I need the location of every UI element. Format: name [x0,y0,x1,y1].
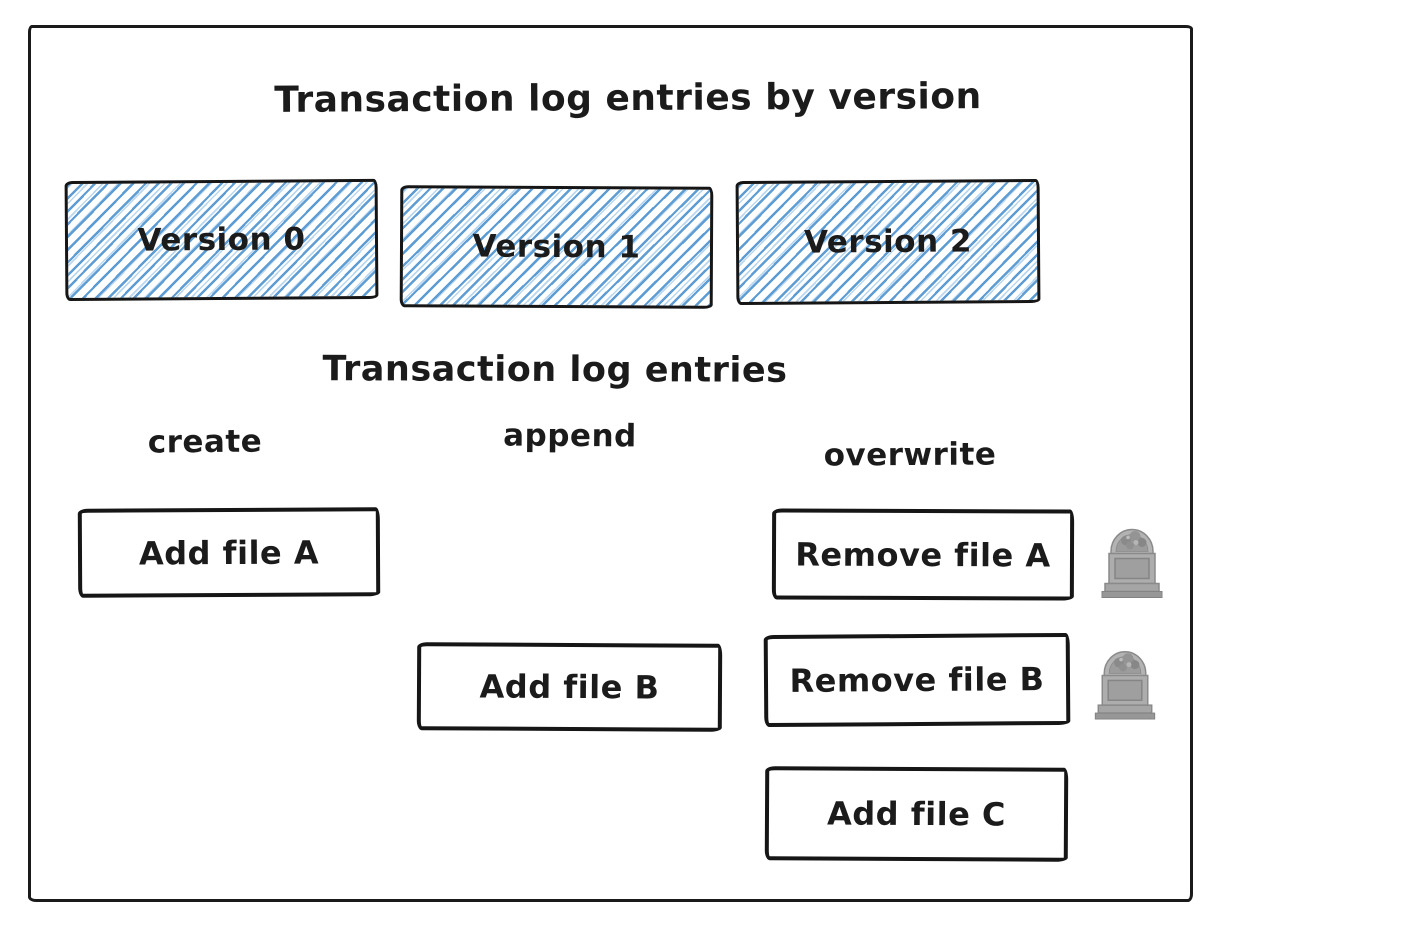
column-header-overwrite: overwrite [823,436,997,474]
version-box-1: Version 1 [399,185,714,309]
tombstone-icon [1101,528,1163,599]
version-1-label: Version 1 [472,228,641,266]
entry-add-file-a-label: Add file A [138,533,320,572]
diagram-title: Transaction log entries by version [274,76,982,121]
tombstone-icon [1094,651,1156,720]
version-box-0: Version 0 [64,178,379,302]
entry-remove-file-a-label: Remove file A [795,535,1051,574]
column-header-create: create [147,423,263,461]
log-entries-title: Transaction log entries [322,349,788,391]
entry-add-file-b: Add file B [416,642,723,732]
version-box-2: Version 2 [735,178,1041,306]
version-2-label: Version 2 [803,223,973,261]
entry-add-file-c: Add file C [764,766,1069,862]
entry-add-file-b-label: Add file B [479,667,660,707]
entry-add-file-c-label: Add file C [826,794,1007,834]
entry-remove-file-b-label: Remove file B [789,660,1045,700]
diagram-frame [28,25,1193,902]
entry-remove-file-b: Remove file B [763,632,1071,728]
version-0-label: Version 0 [137,221,306,259]
entry-remove-file-a: Remove file A [771,508,1075,601]
entry-add-file-a: Add file A [77,507,381,598]
column-header-append: append [503,417,637,455]
